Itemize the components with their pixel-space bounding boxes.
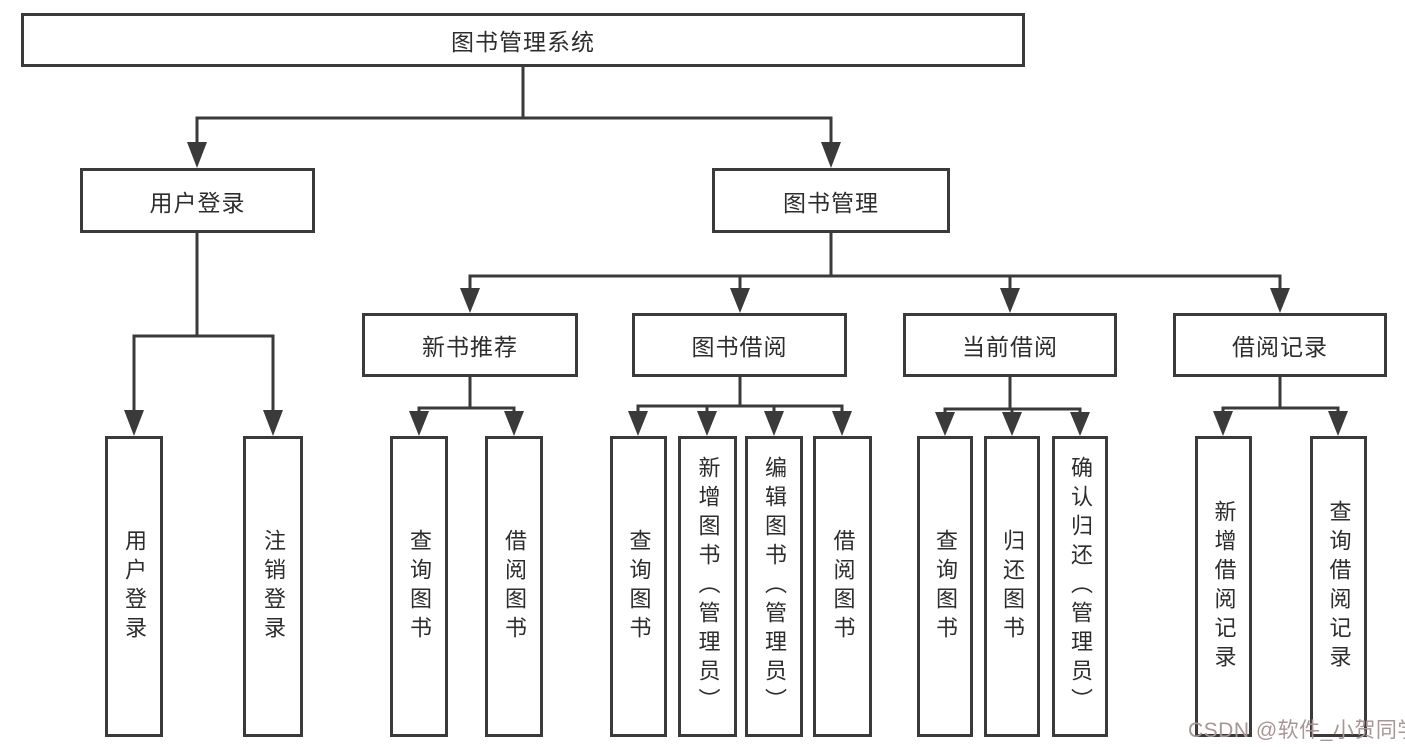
node-current-borrowing: 当前借阅 [903, 313, 1117, 377]
node-user-login: 用户登录 [80, 168, 315, 233]
node-book-borrowing: 图书借阅 [632, 313, 847, 377]
leaf-user-login: 用户登录 [105, 436, 163, 737]
node-root-system: 图书管理系统 [21, 13, 1025, 67]
arrowhead-icon [460, 288, 480, 313]
arrowhead-icon [1070, 412, 1090, 436]
node-borrowing-records: 借阅记录 [1173, 313, 1387, 377]
arrowhead-icon [935, 412, 955, 436]
connector-login-to-leaves [132, 233, 275, 412]
leaf-borrowing-query-book: 查询图书 [610, 436, 667, 737]
leaf-borrowing-edit-book-admin: 编辑图书（管理员） [745, 436, 803, 737]
arrowhead-icon [821, 142, 841, 168]
arrowhead-icon [832, 411, 852, 436]
arrowhead-icon [764, 411, 784, 436]
leaf-borrowing-add-book-admin: 新增图书（管理员） [678, 436, 737, 737]
leaf-recommend-query-book: 查询图书 [390, 436, 448, 737]
connector-recommend-to-leaves [417, 377, 516, 413]
arrowhead-icon [730, 288, 750, 313]
leaf-recommend-borrow-book: 借阅图书 [485, 436, 543, 737]
connector-records-to-leaves [1221, 377, 1340, 413]
arrowhead-icon [263, 410, 283, 436]
leaf-records-query-record: 查询借阅记录 [1310, 436, 1367, 737]
leaf-records-add-record: 新增借阅记录 [1195, 436, 1252, 737]
arrowhead-icon [1213, 411, 1233, 436]
arrowhead-icon [124, 410, 144, 436]
leaf-current-return-book: 归还图书 [984, 436, 1040, 737]
connector-mgmt-to-level2 [468, 233, 1282, 290]
csdn-watermark: CSDN @软件_小贺同学 [1188, 719, 1405, 742]
arrowhead-icon [504, 411, 524, 436]
connector-current-to-leaves [943, 377, 1082, 414]
arrowhead-icon [1328, 411, 1348, 436]
node-book-management: 图书管理 [712, 168, 950, 233]
arrowhead-icon [697, 411, 717, 436]
arrowhead-icon [1000, 288, 1020, 313]
node-new-book-recommend: 新书推荐 [362, 313, 578, 377]
leaf-borrowing-borrow-book: 借阅图书 [813, 436, 872, 737]
arrowhead-icon [187, 142, 207, 168]
leaf-current-confirm-return-admin: 确认归还（管理员） [1052, 436, 1108, 737]
arrowhead-icon [409, 411, 429, 436]
leaf-logout: 注销登录 [243, 436, 303, 737]
arrowhead-icon [1270, 288, 1290, 313]
arrowhead-icon [1002, 412, 1022, 436]
arrowhead-icon [628, 411, 648, 436]
leaf-current-query-book: 查询图书 [917, 436, 973, 737]
connector-borrow-to-leaves [636, 377, 844, 412]
connector-root-to-level1 [195, 67, 833, 144]
